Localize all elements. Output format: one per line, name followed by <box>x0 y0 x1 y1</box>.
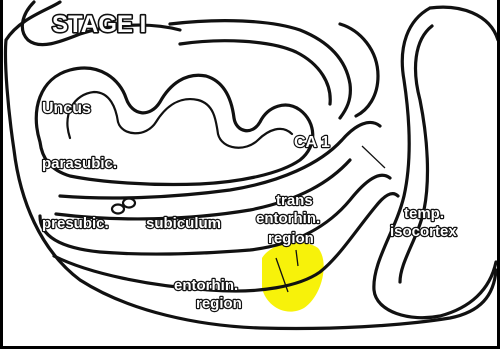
label-parasubiculum: parasubic. <box>42 155 117 172</box>
frame-left-edge <box>0 0 3 349</box>
label-entorhin-line1: entorhin. <box>174 277 238 294</box>
label-ca1: CA 1 <box>294 134 330 151</box>
label-uncus: Uncus <box>42 100 91 117</box>
label-temp-line1: temp. <box>404 205 444 222</box>
label-entorhin-line2: region <box>196 295 242 312</box>
label-trans-line2: entorhin. <box>256 210 320 227</box>
label-temp-line2: isocortex <box>390 223 457 240</box>
label-trans-line3: region <box>268 230 314 247</box>
label-subiculum: subiculum <box>146 215 221 232</box>
diagram-title: STAGE I <box>52 11 146 38</box>
label-presubiculum: presubic. <box>42 215 109 232</box>
label-trans-line1: trans <box>276 192 313 209</box>
